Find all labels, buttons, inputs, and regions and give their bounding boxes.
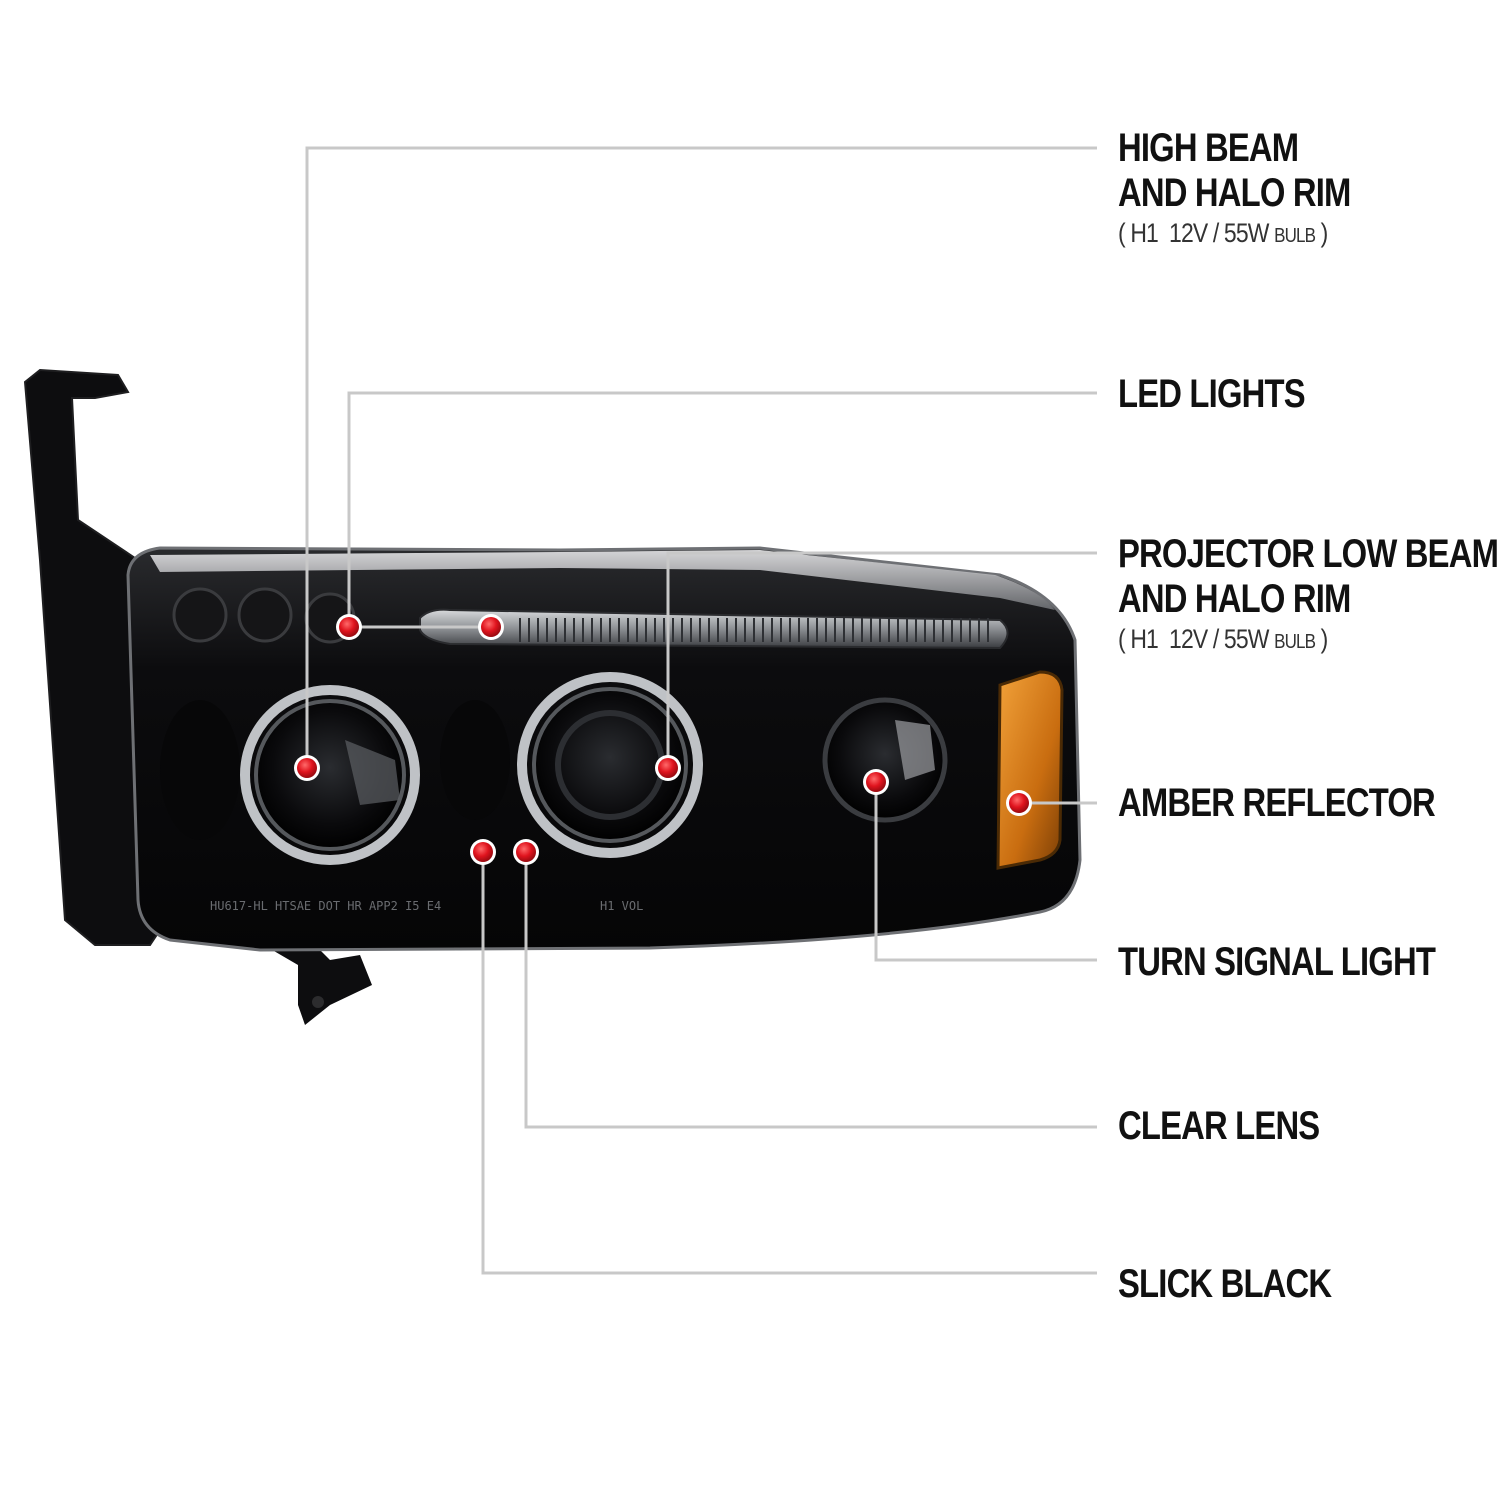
label-turn-signal: TURN SIGNAL LIGHT (1118, 940, 1500, 985)
note-close: ) (1320, 217, 1329, 248)
note-close: ) (1320, 623, 1329, 654)
label-clear-lens: CLEAR LENS (1118, 1104, 1364, 1149)
note-word: BULB (1274, 224, 1316, 247)
label-line: AMBER REFLECTOR (1118, 781, 1436, 825)
note-bulb: H1 (1130, 217, 1158, 248)
housing-stamp-right: H1 VOL (600, 899, 643, 913)
reflector-bowl (160, 700, 240, 840)
label-slick-black: SLICK BLACK (1118, 1262, 1378, 1307)
marker-led-lights (339, 617, 359, 637)
lower-bracket (238, 930, 372, 1025)
bracket-hole (312, 996, 324, 1008)
marker-turn-signal (866, 772, 886, 792)
mounting-bracket (23, 368, 162, 946)
leader-high-beam (305, 146, 1097, 768)
note-bulb: H1 (1130, 623, 1158, 654)
chrome-rim (150, 550, 1055, 610)
label-led-lights: LED LIGHTS (1118, 372, 1346, 417)
marker-amber-reflector (1009, 793, 1029, 813)
label-projector-low-beam: PROJECTOR LOW BEAM AND HALO RIM ( H1 12V… (1118, 532, 1500, 654)
reflector-cup (172, 587, 228, 643)
bulb-note: ( H1 12V / 55W BULB ) (1118, 218, 1359, 248)
housing-stamp-left: HU617-HL HTSAE DOT HR APP2 I5 E4 (210, 899, 441, 913)
led-light-bar (419, 608, 1009, 650)
amber-reflector (996, 670, 1064, 870)
label-line: TURN SIGNAL LIGHT (1118, 940, 1436, 984)
label-amber-reflector: AMBER REFLECTOR (1118, 781, 1500, 826)
leader-slick-black (481, 852, 1097, 1275)
label-line: LED LIGHTS (1118, 372, 1306, 416)
marker-clear-lens (516, 842, 536, 862)
led-segments (519, 618, 989, 642)
note-word: BULB (1274, 630, 1316, 653)
label-line: HIGH BEAM (1118, 126, 1299, 170)
label-line: SLICK BLACK (1118, 1262, 1332, 1306)
high-beam-projector (240, 685, 420, 865)
marker-slick-black (473, 842, 493, 862)
marker-low-beam (658, 758, 678, 778)
bulb-note: ( H1 12V / 55W BULB ) (1118, 624, 1500, 654)
label-line: CLEAR LENS (1118, 1104, 1320, 1148)
reflector-cup (237, 587, 293, 643)
reflector-bowl (440, 700, 510, 820)
leader-clear-lens (524, 852, 1097, 1129)
label-line: AND HALO RIM (1118, 170, 1351, 215)
turn-signal-projector (822, 697, 948, 823)
marker-led-bar (481, 617, 501, 637)
leader-lines (305, 146, 1097, 1275)
note-spec: 12V / 55W (1169, 623, 1269, 654)
marker-high-beam (297, 758, 317, 778)
note-open: ( (1118, 217, 1126, 248)
leader-projector-low-beam (666, 551, 1097, 768)
label-line: AND HALO RIM (1118, 576, 1351, 621)
note-spec: 12V / 55W (1169, 217, 1269, 248)
low-beam-projector (517, 672, 703, 858)
leader-turn-signal (874, 782, 1097, 962)
note-open: ( (1118, 623, 1126, 654)
label-high-beam: HIGH BEAM AND HALO RIM ( H1 12V / 55W BU… (1118, 126, 1402, 248)
label-line: PROJECTOR LOW BEAM (1118, 532, 1499, 576)
markers (294, 614, 1032, 865)
leader-led-lights (347, 391, 1097, 627)
